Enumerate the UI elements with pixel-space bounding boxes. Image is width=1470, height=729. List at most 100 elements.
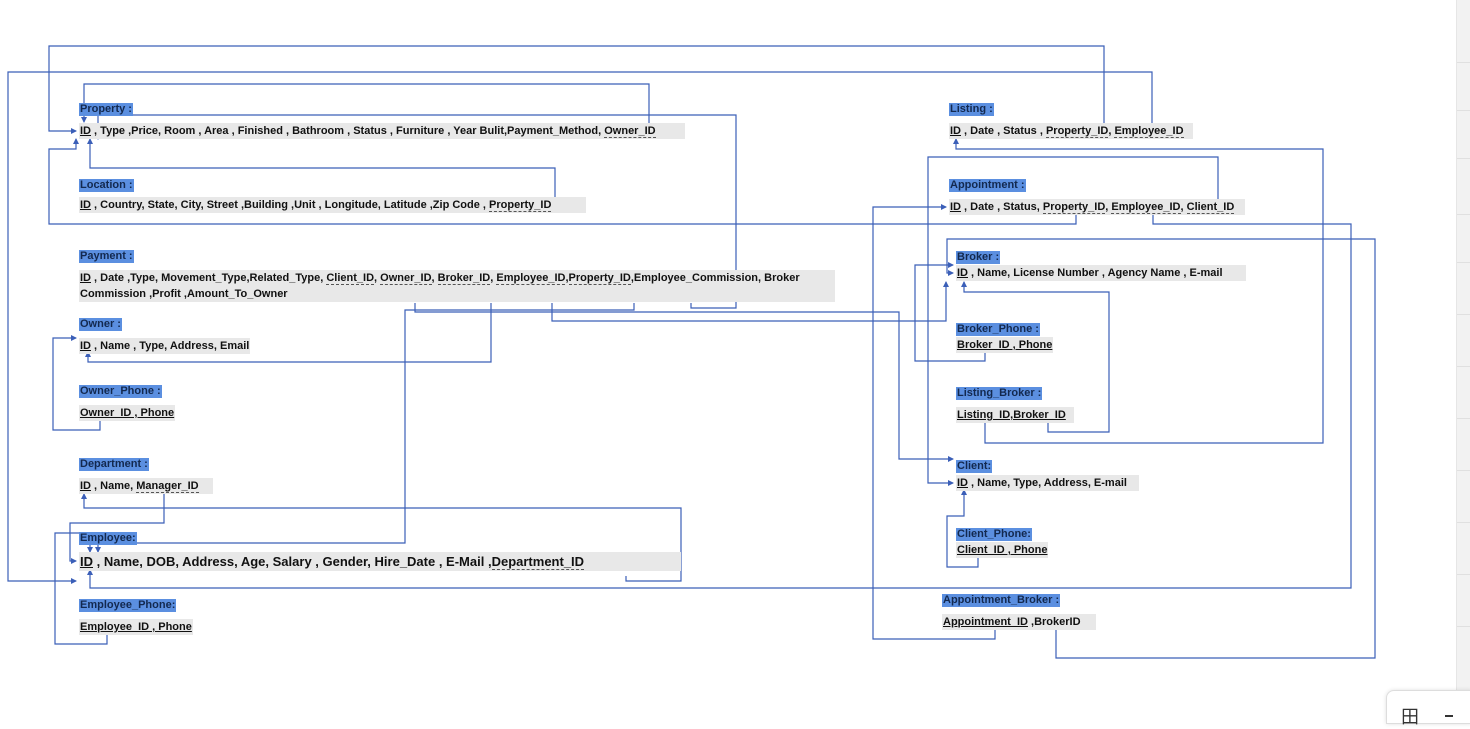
broker-phone-key: Broker_ID , Phone <box>957 339 1053 351</box>
owner-fields: ID , Name , Type, Address, Email <box>79 338 251 354</box>
connector-appointmentbroker-appointment <box>872 204 996 640</box>
connector-employee-department <box>81 493 682 582</box>
broker-title: Broker : <box>956 251 1001 264</box>
location-fields: ID , Country, State, City, Street ,Build… <box>79 197 586 213</box>
employee-id: ID <box>80 554 93 569</box>
payment-owner-id: Owner_ID <box>380 272 432 285</box>
property-attrs: , Type ,Price, Room , Area , Finished , … <box>91 125 605 137</box>
broker-phone-fields: Broker_ID , Phone <box>956 337 1054 353</box>
connector-appointment-client <box>927 156 1219 486</box>
connector-brokerphone-broker <box>914 262 986 362</box>
listing-broker-fields: Listing_ID,Broker_ID <box>956 407 1074 423</box>
listing-property-id: Property_ID <box>1045 125 1109 138</box>
broker-id: ID <box>957 267 968 279</box>
vertical-scrollbar[interactable] <box>1456 0 1470 722</box>
connector-appointment-property <box>48 138 1077 225</box>
department-title: Department : <box>79 458 149 471</box>
appointment-sep-1: , <box>1105 201 1112 213</box>
connector-payment-property <box>95 114 737 309</box>
employee-phone-key: Employee_ID , Phone <box>80 621 192 633</box>
listing-employee-id: Employee_ID <box>1114 125 1184 138</box>
owner-title: Owner : <box>79 318 122 331</box>
payment-title: Payment : <box>79 250 134 263</box>
payment-sep-1: , <box>374 272 381 284</box>
payment-sep-2: , <box>431 272 438 284</box>
department-attrs: , Name, <box>91 480 137 492</box>
appointment-broker-broker-id: ,BrokerID <box>1027 616 1081 628</box>
client-id: ID <box>957 477 968 489</box>
client-title: Client: <box>956 460 993 473</box>
payment-fields: ID , Date ,Type, Movement_Type,Related_T… <box>79 270 835 302</box>
client-fields: ID , Name, Type, Address, E-mail <box>956 475 1139 491</box>
department-id: ID <box>80 480 91 492</box>
listing-broker-title: Listing_Broker : <box>956 387 1043 400</box>
payment-id: ID <box>80 272 91 284</box>
connector-clientphone-client <box>946 489 979 568</box>
connector-appointment-employee <box>87 214 1352 589</box>
payment-property-id: Property_ID <box>568 272 631 285</box>
connector-property-owner <box>81 83 650 126</box>
property-fields: ID , Type ,Price, Room , Area , Finished… <box>79 123 685 139</box>
client-phone-title: Client_Phone: <box>956 528 1032 541</box>
payment-client-id: Client_ID <box>326 272 375 285</box>
appointment-sep-2: , <box>1180 201 1187 213</box>
payment-broker-id: Broker_ID <box>437 272 491 285</box>
listing-attrs: , Date , Status , <box>961 125 1046 137</box>
appointment-property-id: Property_ID <box>1042 201 1106 214</box>
payment-sep-3: , <box>490 272 497 284</box>
connector-listing-employee <box>7 71 1153 584</box>
property-owner-id: Owner_ID <box>604 125 656 138</box>
listing-sep: , <box>1108 125 1115 137</box>
minus-icon <box>1445 715 1453 717</box>
employee-phone-title: Employee_Phone: <box>79 599 177 612</box>
department-manager-id: Manager_ID <box>136 480 199 493</box>
payment-employee-id: Employee_ID <box>496 272 566 285</box>
listing-broker-key: Listing_ID,Broker_ID <box>957 409 1066 421</box>
connector-payment-owner <box>85 303 492 363</box>
owner-phone-title: Owner_Phone : <box>79 385 162 398</box>
connector-payment-broker <box>551 281 949 322</box>
location-attrs: , Country, State, City, Street ,Building… <box>91 199 490 211</box>
connector-department-employee <box>69 494 165 564</box>
owner-phone-fields: Owner_ID , Phone <box>79 405 176 421</box>
payment-sep-4: , <box>565 272 569 284</box>
appointment-title: Appointment : <box>949 179 1026 192</box>
appointment-fields: ID , Date , Status, Property_ID, Employe… <box>949 199 1245 215</box>
broker-attrs: , Name, License Number , Agency Name , E… <box>968 267 1223 279</box>
location-id: ID <box>80 199 91 211</box>
payment-attrs: , Date ,Type, Movement_Type,Related_Type… <box>91 272 327 284</box>
connector-listingbroker-broker <box>961 281 1110 433</box>
owner-attrs: , Name , Type, Address, Email <box>91 340 250 352</box>
employee-department-id: Department_ID <box>491 554 585 570</box>
connector-listing-property <box>48 45 1105 134</box>
client-attrs: , Name, Type, Address, E-mail <box>968 477 1127 489</box>
employee-attrs: , Name, DOB, Address, Age, Salary , Gend… <box>93 554 492 569</box>
location-property-id: Property_ID <box>489 199 552 212</box>
connector-ownerphone-owner <box>52 335 101 431</box>
employee-phone-fields: Employee_ID , Phone <box>79 619 193 635</box>
location-title: Location : <box>79 179 134 192</box>
property-title: Property : <box>79 103 133 116</box>
client-phone-fields: Client_ID , Phone <box>956 542 1049 558</box>
listing-id: ID <box>950 125 961 137</box>
owner-phone-key: Owner_ID , Phone <box>80 407 175 419</box>
appointment-attrs: , Date , Status, <box>961 201 1043 213</box>
client-phone-key: Client_ID , Phone <box>957 544 1048 556</box>
appointment-broker-fields: Appointment_ID ,BrokerID <box>942 614 1096 630</box>
connector-appointmentbroker-broker <box>946 238 1376 659</box>
listing-title: Listing : <box>949 103 994 116</box>
table-widget-button[interactable]: 田 <box>1386 690 1470 727</box>
appointment-id: ID <box>950 201 961 213</box>
broker-fields: ID , Name, License Number , Agency Name … <box>956 265 1246 281</box>
employee-title: Employee: <box>79 532 137 545</box>
appointment-broker-appointment-id: Appointment_ID <box>943 616 1028 628</box>
broker-phone-title: Broker_Phone : <box>956 323 1040 336</box>
payment-attrs-2: ,Employee_Commission, Broker Commission … <box>80 272 800 300</box>
property-id: ID <box>80 125 91 137</box>
connector-listingbroker-listing <box>953 138 1324 444</box>
appointment-client-id: Client_ID <box>1186 201 1235 214</box>
department-fields: ID , Name, Manager_ID <box>79 478 213 494</box>
listing-fields: ID , Date , Status , Property_ID, Employ… <box>949 123 1193 139</box>
appointment-broker-title: Appointment_Broker : <box>942 594 1061 607</box>
